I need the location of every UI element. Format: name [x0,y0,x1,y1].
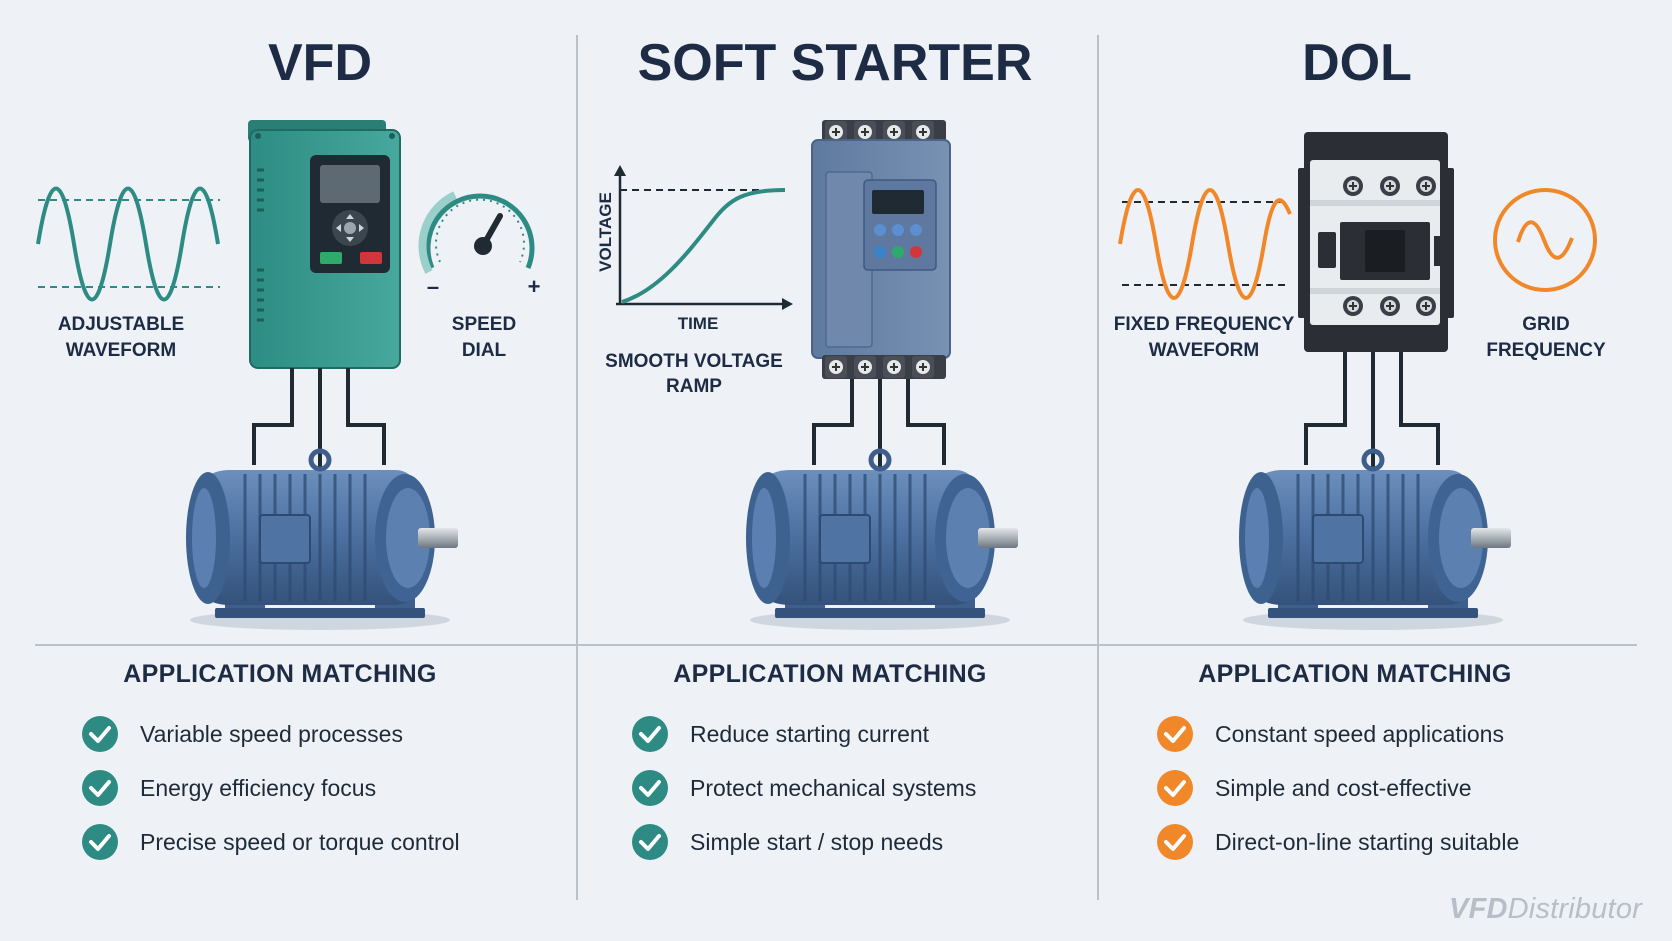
adjustable-waveform-icon [36,186,220,302]
dol-motor-icon [1239,451,1511,630]
list-item: Simple and cost-effective [1157,761,1625,815]
list-item: Precise speed or torque control [82,815,550,869]
application-item-text: Reduce starting current [690,720,930,747]
graph-y-axis-label: VOLTAGE [596,192,615,272]
speed-dial-icon [418,191,535,274]
list-item: Reduce starting current [632,707,1100,761]
list-item: Energy efficiency focus [82,761,550,815]
brand-part1: VFD [1449,893,1508,925]
vfd-application-list: Variable speed processes Energy efficien… [10,707,550,869]
application-item-text: Simple start / stop needs [690,828,944,855]
application-item-text: Energy efficiency focus [140,774,377,801]
grid-frequency-label-line1: GRID [1522,314,1570,335]
grid-frequency-label-line2: FREQUENCY [1486,340,1606,361]
soft-starter-application-matching: APPLICATION MATCHING Reduce starting cur… [560,660,1100,869]
dol-contactor-icon [1298,132,1454,352]
dol-title: DOL [1302,34,1412,92]
vfd-motor-icon [186,451,458,630]
grid-frequency-icon [1493,188,1597,292]
check-icon [632,770,668,806]
soft-starter-application-heading: APPLICATION MATCHING [673,660,987,688]
check-icon [632,716,668,752]
application-item-text: Constant speed applications [1215,720,1504,747]
check-icon [82,770,118,806]
soft-starter-motor-icon [746,451,1018,630]
fixed-frequency-label-line2: WAVEFORM [1149,340,1259,361]
brand-watermark: VFDDistributor [1449,893,1642,926]
voltage-ramp-graph-icon [614,165,793,310]
list-item: Variable speed processes [82,707,550,761]
vfd-drive-unit-icon [248,120,401,369]
check-icon [1157,770,1193,806]
dol-application-matching: APPLICATION MATCHING Constant speed appl… [1085,660,1625,869]
check-icon [1157,716,1193,752]
soft-starter-title: SOFT STARTER [638,34,1033,92]
list-item: Direct-on-line starting suitable [1157,815,1625,869]
list-item: Protect mechanical systems [632,761,1100,815]
list-item: Simple start / stop needs [632,815,1100,869]
graph-x-axis-label: TIME [678,314,719,333]
soft-starter-application-list: Reduce starting current Protect mechanic… [560,707,1100,869]
check-icon [82,824,118,860]
list-item: Constant speed applications [1157,707,1625,761]
check-icon [1157,824,1193,860]
fixed-frequency-label-line1: FIXED FREQUENCY [1114,314,1295,335]
application-item-text: Precise speed or torque control [140,828,460,855]
speed-dial-label-line1: SPEED [452,314,516,335]
fixed-frequency-waveform-icon [1118,188,1292,300]
vfd-application-heading: APPLICATION MATCHING [123,660,437,688]
vfd-application-matching: APPLICATION MATCHING Variable speed proc… [10,660,550,869]
application-item-text: Direct-on-line starting suitable [1215,828,1520,855]
application-item-text: Variable speed processes [140,720,403,747]
application-item-text: Simple and cost-effective [1215,774,1472,801]
dol-application-list: Constant speed applications Simple and c… [1085,707,1625,869]
dial-plus-label: + [528,274,541,299]
check-icon [82,716,118,752]
dol-application-heading: APPLICATION MATCHING [1198,660,1512,688]
application-item-text: Protect mechanical systems [690,774,977,801]
check-icon [632,824,668,860]
smooth-voltage-ramp-line1: SMOOTH VOLTAGE [605,351,783,372]
brand-part2: Distributor [1507,893,1642,925]
soft-starter-unit-icon [811,120,951,379]
smooth-voltage-ramp-line2: RAMP [666,376,722,397]
vfd-title: VFD [268,34,372,92]
speed-dial-label-line2: DIAL [462,340,507,361]
adjustable-waveform-label-line2: WAVEFORM [66,340,176,361]
dial-minus-label: – [427,274,439,299]
adjustable-waveform-label-line1: ADJUSTABLE [58,314,184,335]
